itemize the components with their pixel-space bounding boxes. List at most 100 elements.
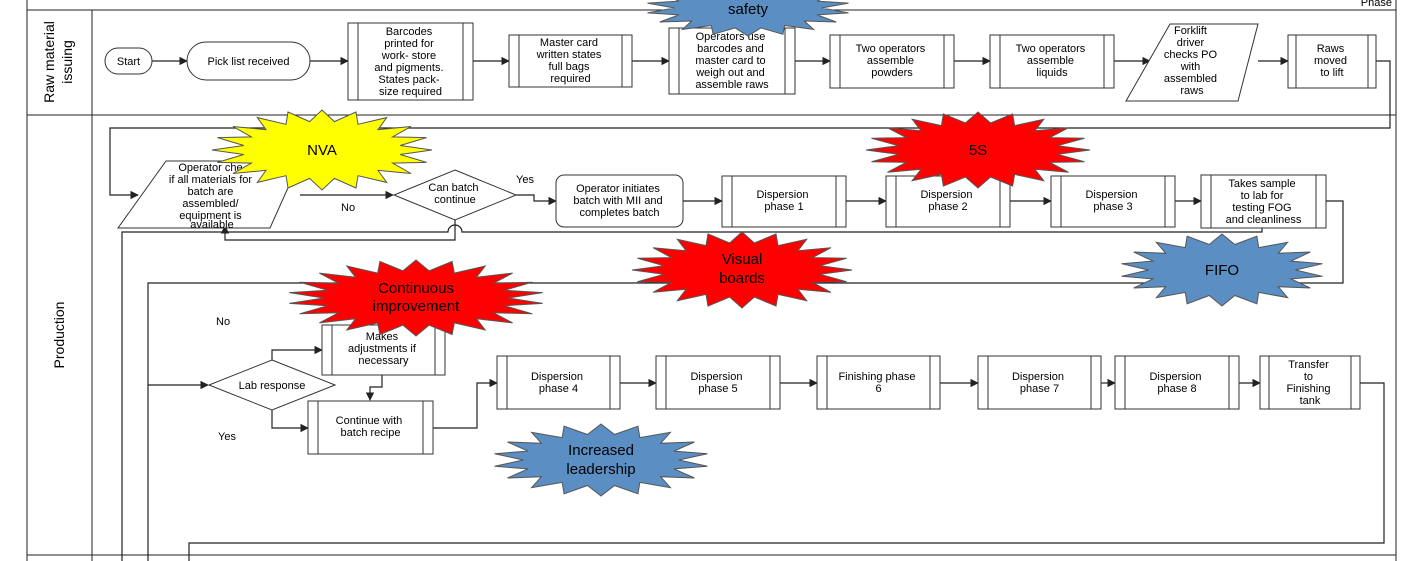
node-makes-adj: Makes adjustments if necessary [321, 324, 446, 376]
svg-text:Operators use barcodes a: Operators use barcodes and master card t… [695, 31, 769, 91]
node-disp7: Dispersion phase 7 [977, 355, 1102, 410]
node-takes-sample-line: and cleanliness [1226, 214, 1302, 226]
starburst-nva: NVA [211, 109, 433, 191]
svg-text:Dispersion phase 4: Dispersion phase 4 [531, 371, 586, 395]
edge-label-yes: Yes [218, 431, 236, 443]
node-disp7-line: Dispersion [1012, 371, 1064, 383]
phase-label: Phase [1361, 0, 1392, 9]
starburst-label: FIFO [1205, 262, 1239, 279]
starburst-s5: 5S [865, 111, 1091, 189]
node-initiates-line: Operator initiates [576, 183, 660, 195]
node-master-card-line: full bags [548, 61, 589, 73]
node-makes-adj-line: adjustments if [348, 343, 417, 355]
node-operators-barcodes: Operators use barcodes and master card t… [668, 27, 796, 95]
node-disp8-line: phase 8 [1157, 383, 1196, 395]
node-transfer-line: to [1304, 371, 1313, 383]
svg-text:Dispersion phase 1: Dispersion phase 1 [756, 189, 811, 213]
starburst-shape [289, 259, 543, 337]
node-operator-check-line: equipment is [179, 210, 242, 222]
svg-text:Dispersion phase 7: Dispersion phase 7 [1012, 371, 1067, 395]
node-disp3: Dispersion phase 3 [1050, 175, 1176, 228]
svg-text:Continue with batch reci: Continue with batch recipe [336, 415, 406, 439]
svg-text:Finishing phase 6: Finishing phase 6 [838, 371, 918, 395]
node-can-batch-line: continue [434, 194, 476, 206]
node-takes-sample-line: to lab for [1241, 190, 1284, 202]
node-takes-sample-line: testing FOG [1232, 202, 1291, 214]
starburst-label: NVA [307, 142, 337, 159]
node-barcodes-line: work- store [381, 50, 436, 62]
starburst-label: improvement [373, 298, 461, 315]
node-two-powders: Two operators assemble powders [829, 34, 955, 89]
node-raws-lift: Raws moved to lift [1287, 34, 1377, 89]
node-disp3-line: phase 3 [1093, 201, 1132, 213]
node-operators-barcodes-line: Operators use [696, 31, 766, 43]
node-barcodes-line: States pack- [378, 74, 439, 86]
node-finish6-line: Finishing phase [838, 371, 915, 383]
node-forklift-line: raws [1180, 85, 1204, 97]
node-start: Start [104, 47, 153, 75]
lane-label-production: Production [51, 302, 67, 369]
connectors [109, 56, 1391, 561]
svg-text:Makes adjustments if: Makes adjustments if necessary [348, 331, 419, 367]
svg-text:Barcodes printed for: Barcodes printed for work- store and pig… [374, 26, 446, 98]
node-forklift-line: driver [1177, 37, 1205, 49]
lane-label-raw-material-line: Raw material [41, 21, 57, 103]
starburst-shape [865, 111, 1091, 189]
starburst-fifo: FIFO [1121, 233, 1323, 307]
starburst-shape [494, 423, 708, 497]
node-operators-barcodes-line: barcodes and [697, 43, 764, 55]
node-operator-check-line: assembled/ [182, 198, 239, 210]
node-raws-lift-line: moved [1314, 55, 1347, 67]
swimlane-frame [26, 0, 1397, 561]
node-raws-lift-line: Raws [1317, 43, 1345, 55]
node-forklift-line: checks PO [1164, 49, 1218, 61]
node-two-liquids-line: Two operators [1016, 43, 1086, 55]
node-pick-list: Pick list received [186, 41, 311, 81]
starburst-shape [631, 231, 853, 309]
lane-label-raw-material-line: issuing [59, 40, 75, 84]
node-master-card-line: required [550, 73, 590, 85]
node-operator-check-line: batch are [188, 186, 234, 198]
svg-text:Takes sample to lab for: Takes sample to lab for testing FOG and … [1226, 178, 1302, 226]
node-disp2-line: Dispersion [920, 189, 972, 201]
svg-text:Operator initiates batch: Operator initiates batch with MII and co… [573, 183, 665, 219]
node-initiates-line: completes batch [579, 207, 659, 219]
node-finish6-line: 6 [875, 383, 881, 395]
node-barcodes-line: and pigments. [374, 62, 443, 74]
node-lab-response: Lab response [207, 359, 337, 411]
node-barcodes-line: Barcodes [386, 26, 433, 38]
node-forklift-line: assembled [1164, 73, 1217, 85]
lane-label-production-line: Production [51, 302, 67, 369]
node-forklift: Forklift driver checks PO with assembled… [1125, 23, 1259, 102]
node-makes-adj-line: necessary [358, 355, 409, 367]
node-continue-recipe: Continue with batch recipe [307, 400, 434, 455]
node-disp8: Dispersion phase 8 [1114, 355, 1240, 410]
node-transfer-line: Finishing [1286, 383, 1330, 395]
node-master-card-line: written states [536, 49, 602, 61]
node-two-liquids-line: assemble [1027, 55, 1074, 67]
starburst-label: 5S [969, 142, 987, 159]
node-operator-check-line: if all materials for [169, 174, 252, 186]
starburst-label: safety [728, 1, 769, 18]
svg-text:Raws moved to lift: Raws moved to lift [1314, 43, 1350, 79]
node-continue-recipe-line: batch recipe [341, 427, 401, 439]
node-disp1: Dispersion phase 1 [721, 175, 847, 228]
node-disp8-line: Dispersion [1149, 371, 1201, 383]
edge-label-yes: Yes [516, 174, 534, 186]
svg-text:Master card written stat: Master card written states full bags req… [536, 37, 605, 85]
node-disp5-line: phase 5 [698, 383, 737, 395]
node-transfer: Transfer to Finishing tank [1259, 355, 1361, 410]
node-disp4-line: phase 4 [539, 383, 578, 395]
edge-label-no: No [216, 316, 230, 328]
starburst-safety: safety [647, 0, 849, 37]
node-two-powders-line: Two operators [856, 43, 926, 55]
node-two-liquids: Two operators assemble liquids [989, 34, 1115, 89]
svg-text:Two operators assemble: Two operators assemble liquids [1016, 43, 1089, 79]
node-disp1-line: phase 1 [764, 201, 803, 213]
node-disp2-line: phase 2 [928, 201, 967, 213]
node-disp5-line: Dispersion [690, 371, 742, 383]
node-pick-list-label: Pick list received [208, 56, 290, 68]
node-disp7-line: phase 7 [1020, 383, 1059, 395]
